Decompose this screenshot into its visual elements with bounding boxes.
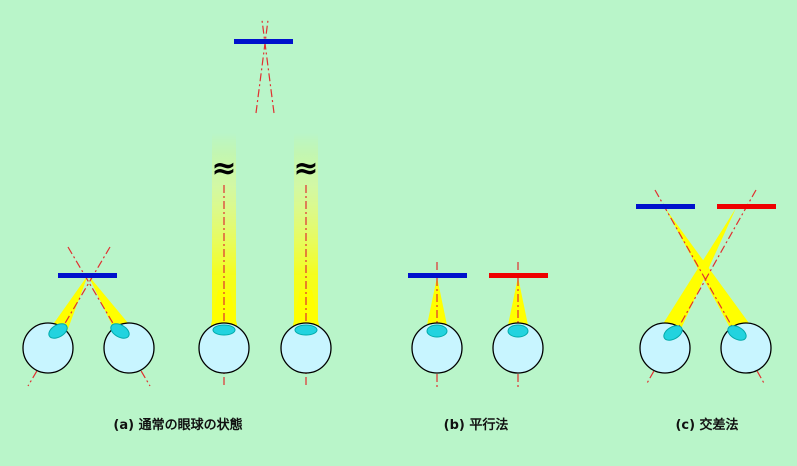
object-bar-blue xyxy=(408,273,467,278)
light-beam-left xyxy=(426,277,448,330)
eyeball-far-right xyxy=(280,322,332,374)
object-bar-red xyxy=(717,204,776,209)
object-bar-blue xyxy=(58,273,117,278)
lens-far-left xyxy=(212,324,236,336)
lens-right xyxy=(727,325,747,341)
light-beam-right xyxy=(507,277,529,330)
lens-left xyxy=(48,323,68,339)
lens-right xyxy=(110,323,130,339)
sight-line-left xyxy=(645,189,757,386)
panel-a-far-focus: ≈ ≈ xyxy=(198,19,332,388)
eyeball-far-left xyxy=(198,322,250,374)
sight-line-top-a xyxy=(255,19,269,114)
lens-left xyxy=(663,325,683,341)
light-beam-left xyxy=(656,208,736,340)
panel-a-near-focus xyxy=(22,246,155,387)
panel-c-cross-viewing xyxy=(636,189,776,386)
caption-a: (a) 通常の眼球の状態 xyxy=(113,417,242,433)
approx-icon-right: ≈ xyxy=(293,151,318,186)
light-beam-right xyxy=(665,208,754,335)
lens-right xyxy=(507,324,529,338)
object-bar-blue xyxy=(636,204,695,209)
object-bar-blue-distant xyxy=(234,39,293,44)
approx-icon-left: ≈ xyxy=(211,151,236,186)
lens-left xyxy=(426,324,448,338)
caption-b: (b) 平行法 xyxy=(444,417,509,433)
sight-line-right xyxy=(654,189,766,386)
lens-far-right xyxy=(294,324,318,336)
caption-c: (c) 交差法 xyxy=(675,417,738,433)
eyeball-left xyxy=(411,322,463,374)
panel-b-parallel-viewing xyxy=(408,262,548,388)
object-bar-red xyxy=(489,273,548,278)
sight-line-top-b xyxy=(261,19,275,114)
eyeball-right xyxy=(492,322,544,374)
